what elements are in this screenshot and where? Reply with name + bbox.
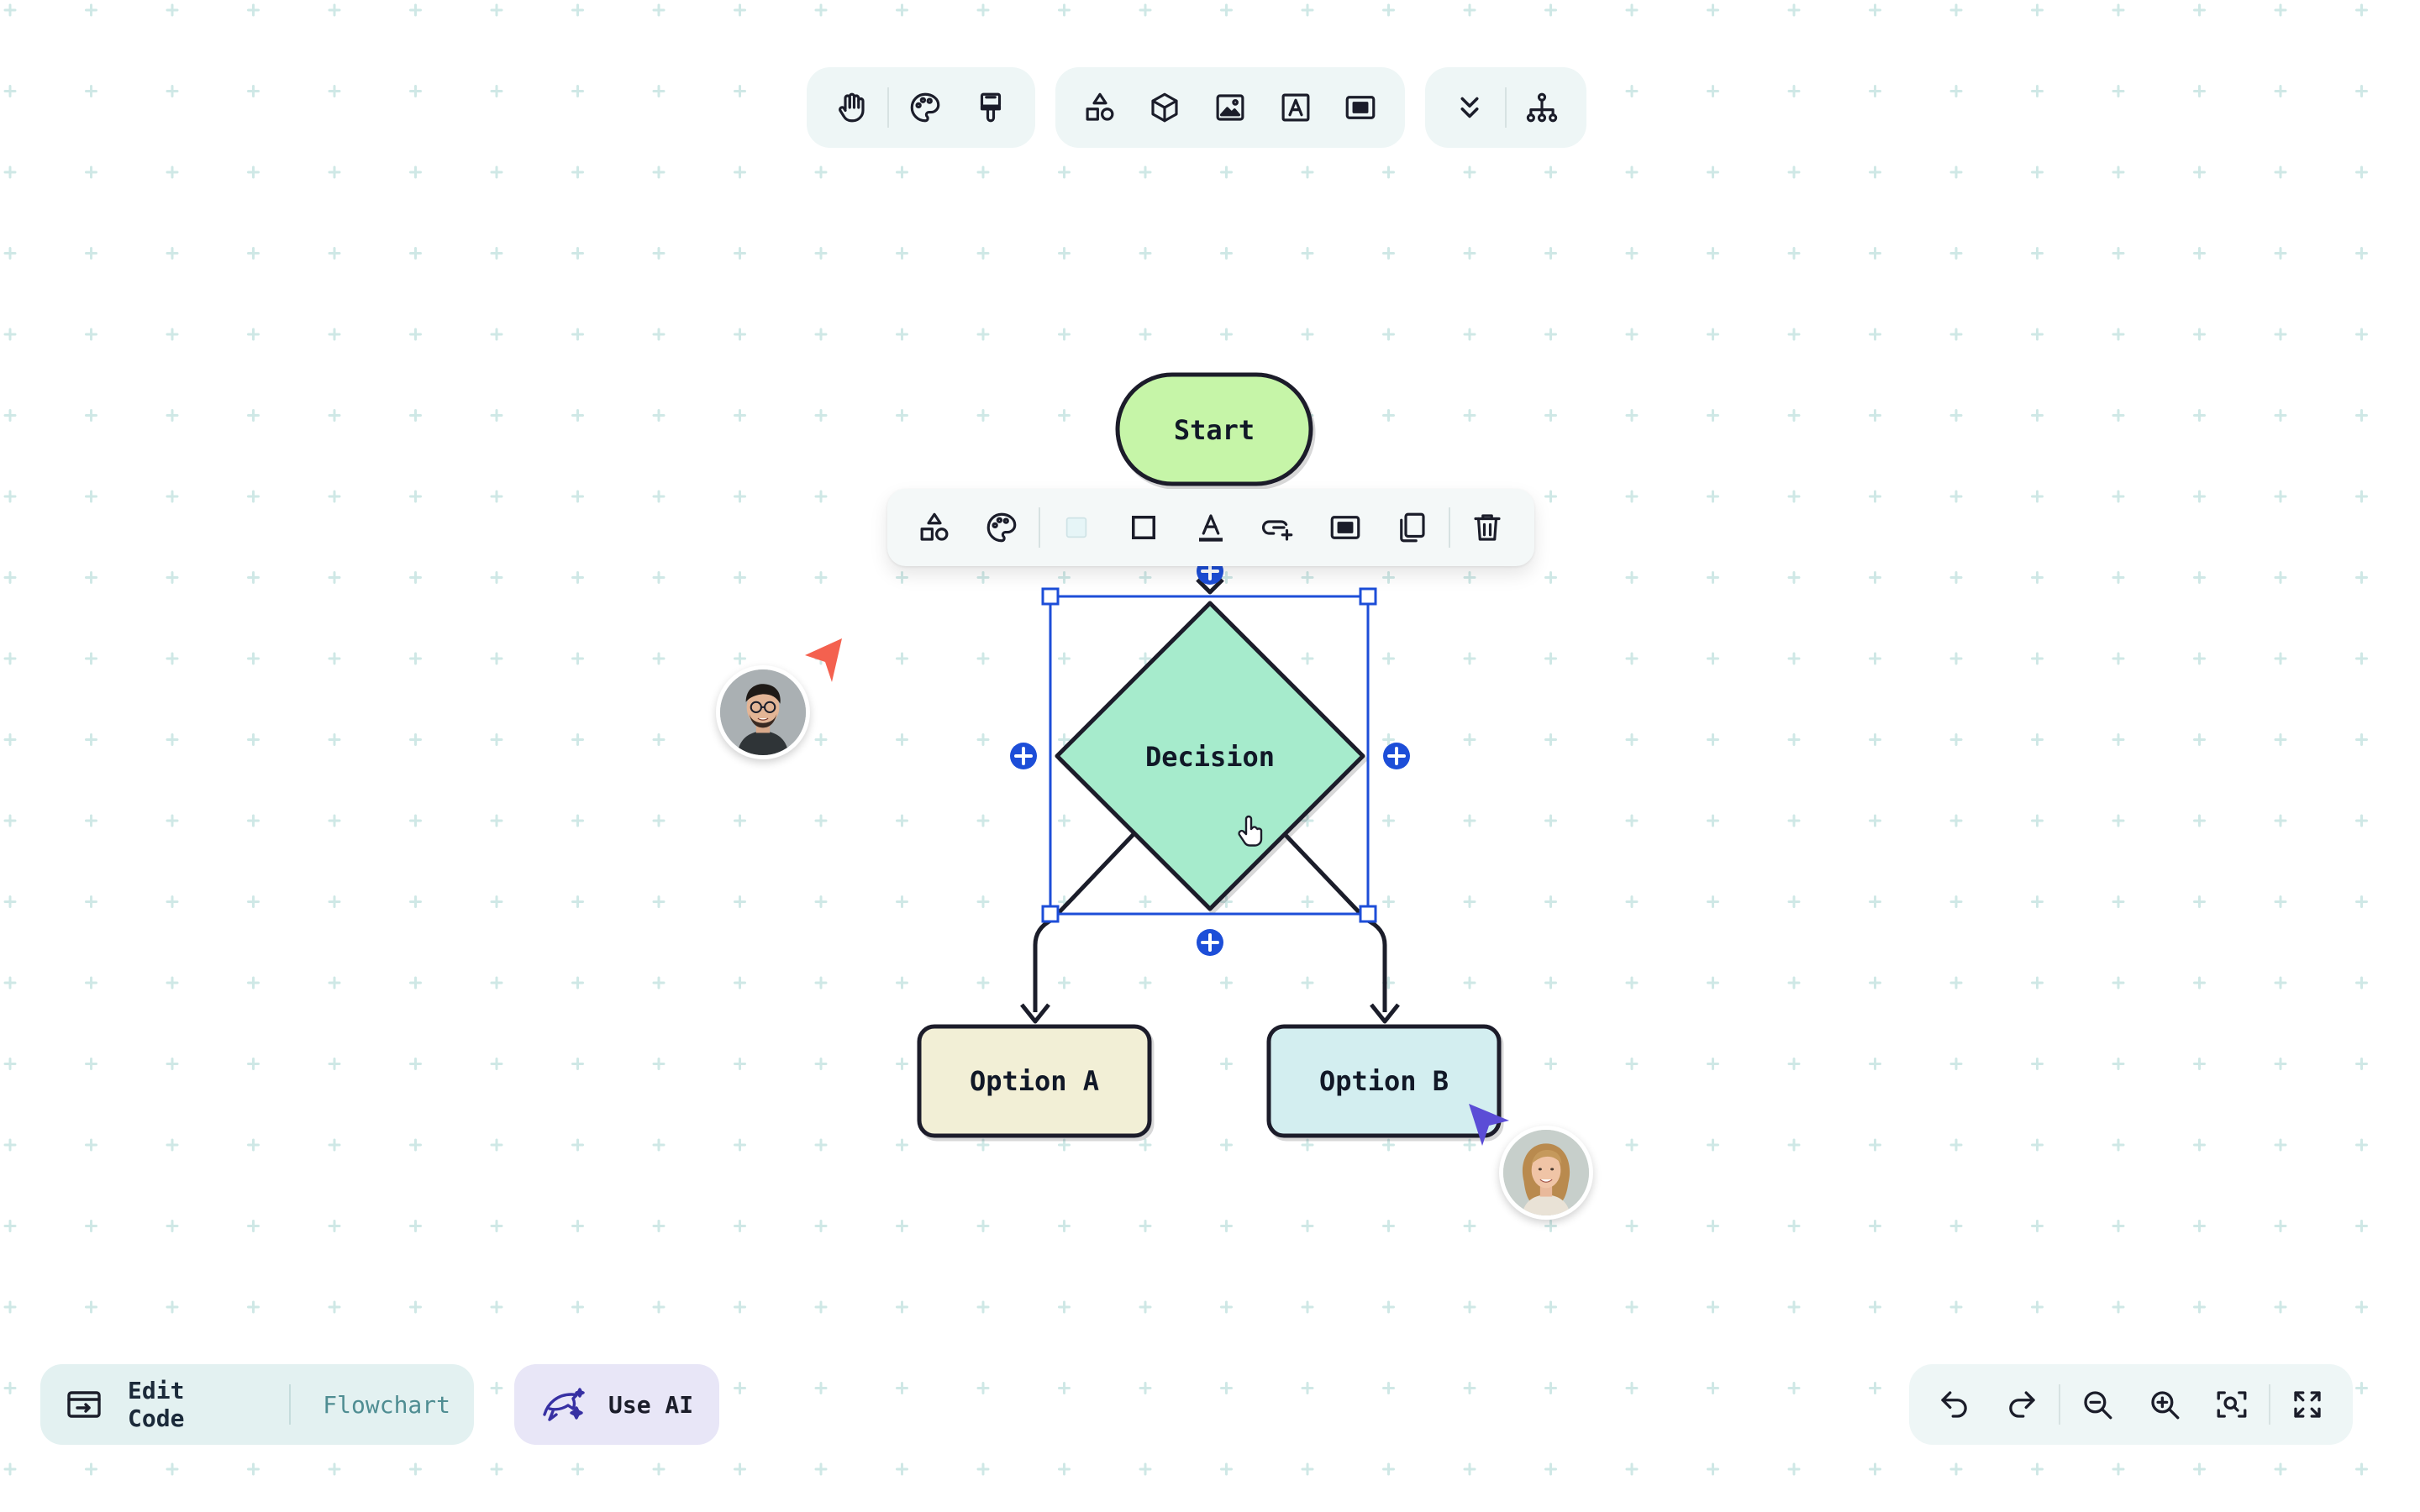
connector-start-to-decision-arrowhead bbox=[1196, 578, 1224, 595]
use-ai-label: Use AI bbox=[608, 1390, 694, 1419]
decision-node[interactable]: Decision bbox=[1055, 601, 1365, 911]
toolbar-divider bbox=[887, 87, 889, 128]
option-b-node[interactable]: Option B bbox=[1266, 1024, 1502, 1138]
add-connection-left-button[interactable] bbox=[1010, 743, 1037, 769]
start-node[interactable]: Start bbox=[1115, 372, 1313, 486]
resize-handle-top-right[interactable] bbox=[1359, 587, 1377, 606]
change-shape-button[interactable] bbox=[901, 494, 968, 561]
resize-handle-top-left[interactable] bbox=[1041, 587, 1060, 606]
zoom-fit-icon bbox=[2217, 1391, 2247, 1418]
option-b-label: Option B bbox=[1319, 1065, 1449, 1097]
frame-icon bbox=[1330, 516, 1360, 539]
bar-divider bbox=[289, 1384, 292, 1425]
edit-code-button[interactable]: Edit Code bbox=[128, 1377, 185, 1432]
ai-dolphin-icon bbox=[539, 1384, 587, 1425]
pointer-hand-cursor-icon bbox=[1238, 815, 1263, 847]
decision-node-label: Decision bbox=[1145, 741, 1275, 773]
delete-icon bbox=[1474, 514, 1501, 541]
add-connection-bottom-button[interactable] bbox=[1197, 929, 1223, 956]
collaborator-avatar-man[interactable] bbox=[716, 665, 810, 759]
fill-color-swatch-icon bbox=[1066, 517, 1087, 538]
fullscreen-button[interactable] bbox=[2274, 1371, 2341, 1438]
palette-button[interactable] bbox=[892, 74, 958, 141]
fill-color-button[interactable] bbox=[1044, 494, 1111, 561]
frame-button[interactable] bbox=[1328, 74, 1393, 141]
toolbar-divider bbox=[2269, 1384, 2270, 1425]
collaborator-avatar-woman[interactable] bbox=[1499, 1126, 1593, 1220]
woman-portrait-icon bbox=[1503, 1130, 1589, 1215]
add-link-button[interactable] bbox=[1244, 494, 1312, 561]
delete-button[interactable] bbox=[1454, 494, 1521, 561]
palette-icon bbox=[986, 512, 1016, 543]
option-a-label: Option A bbox=[970, 1065, 1099, 1097]
connector-decision-to-option-a[interactable] bbox=[1020, 830, 1138, 1024]
text-box-icon bbox=[1281, 93, 1310, 122]
text-box-button[interactable] bbox=[1263, 74, 1328, 141]
hierarchy-icon bbox=[1527, 92, 1558, 123]
text-color-button[interactable] bbox=[1177, 494, 1244, 561]
redo-button[interactable] bbox=[1988, 1371, 2055, 1438]
redo-icon bbox=[2009, 1391, 2035, 1418]
shapes-icon bbox=[1086, 92, 1114, 121]
frame-toggle-button[interactable] bbox=[1312, 494, 1379, 561]
more-tools-button[interactable] bbox=[1437, 74, 1502, 141]
add-connection-right-button[interactable] bbox=[1383, 743, 1410, 769]
text-color-icon bbox=[1199, 514, 1223, 542]
top-toolbar-group-1 bbox=[807, 67, 1035, 148]
shapes-icon bbox=[920, 512, 949, 541]
format-painter-button[interactable] bbox=[958, 74, 1023, 141]
cube-icon bbox=[1151, 92, 1178, 123]
hand-tool-button[interactable] bbox=[818, 74, 884, 141]
hand-icon bbox=[839, 92, 865, 123]
resize-handle-bottom-left[interactable] bbox=[1041, 905, 1060, 923]
toolbar-divider bbox=[1038, 507, 1040, 548]
selection-box bbox=[1049, 595, 1370, 916]
shapes-button[interactable] bbox=[1067, 74, 1133, 141]
border-icon bbox=[1132, 516, 1156, 539]
zoom-out-icon bbox=[2084, 1391, 2112, 1420]
diagram-structure-button[interactable] bbox=[1510, 74, 1575, 141]
style-palette-button[interactable] bbox=[968, 494, 1035, 561]
zoom-in-icon bbox=[2151, 1391, 2180, 1420]
undo-button[interactable] bbox=[1921, 1371, 1988, 1438]
resize-handle-bottom-right[interactable] bbox=[1359, 905, 1377, 923]
fullscreen-icon bbox=[2294, 1391, 2321, 1418]
frame-icon bbox=[1345, 96, 1376, 119]
start-node-label: Start bbox=[1174, 414, 1255, 446]
chevrons-down-icon bbox=[1460, 97, 1479, 118]
zoom-in-button[interactable] bbox=[2131, 1371, 2198, 1438]
duplicate-button[interactable] bbox=[1378, 494, 1445, 561]
toolbar-divider bbox=[1505, 87, 1507, 128]
collaborator-cursor-purple-icon bbox=[1469, 1104, 1509, 1146]
connector-decision-to-option-b[interactable] bbox=[1281, 830, 1400, 1024]
man-portrait-icon bbox=[720, 669, 806, 755]
duplicate-icon bbox=[1400, 512, 1425, 543]
zoom-out-button[interactable] bbox=[2064, 1371, 2131, 1438]
paint-roller-icon bbox=[980, 92, 1002, 123]
3d-object-button[interactable] bbox=[1133, 74, 1198, 141]
diagram-type-label[interactable]: Flowchart bbox=[323, 1390, 450, 1419]
collaborator-cursor-red-icon bbox=[805, 638, 842, 682]
toolbar-divider bbox=[2059, 1384, 2060, 1425]
top-toolbar-group-2 bbox=[1055, 67, 1405, 148]
palette-icon bbox=[910, 92, 940, 123]
border-style-button[interactable] bbox=[1110, 494, 1177, 561]
zoom-to-fit-button[interactable] bbox=[2198, 1371, 2265, 1438]
option-a-node[interactable]: Option A bbox=[917, 1024, 1152, 1138]
edit-code-bar: Edit Code Flowchart bbox=[40, 1364, 474, 1445]
code-editor-icon[interactable] bbox=[64, 1384, 104, 1425]
image-button[interactable] bbox=[1197, 74, 1263, 141]
selection-context-toolbar bbox=[887, 489, 1534, 566]
toolbar-divider bbox=[1449, 507, 1451, 548]
zoom-history-toolbar bbox=[1909, 1364, 2353, 1445]
undo-icon bbox=[1941, 1391, 1967, 1418]
link-add-icon bbox=[1261, 520, 1293, 541]
top-toolbar-group-3 bbox=[1425, 67, 1586, 148]
use-ai-button[interactable]: Use AI bbox=[514, 1364, 719, 1445]
image-icon bbox=[1216, 94, 1244, 121]
